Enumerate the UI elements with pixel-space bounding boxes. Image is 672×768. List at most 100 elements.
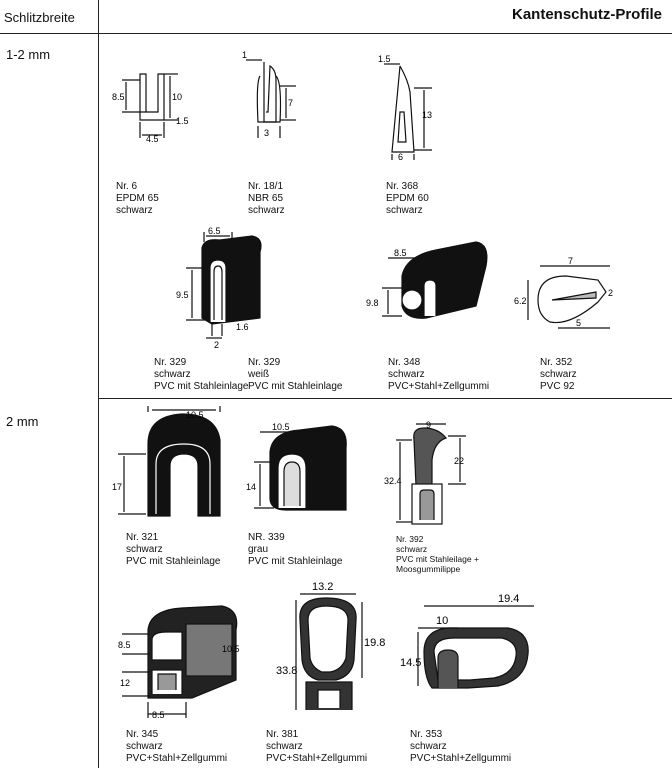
dim-label: 2 [608, 288, 613, 298]
profile-caption-nr381: Nr. 381 schwarz PVC+Stahl+Zellgummi [266, 729, 367, 765]
dim-label: 14.5 [400, 657, 421, 669]
caption-line: PVC 92 [540, 381, 575, 392]
profile-drawing-nr392: 9 22 32.4 [384, 420, 466, 525]
caption-line: PVC mit Stahleilage + [396, 554, 479, 564]
caption-line: schwarz [126, 544, 163, 555]
profile-caption-nr353: Nr. 353 schwarz PVC+Stahl+Zellgummi [410, 729, 511, 765]
caption-line: weiß [248, 369, 270, 380]
dim-label: 10.5 [222, 644, 240, 654]
profile-caption-nr321: Nr. 321 schwarz PVC mit Stahleinlage [126, 532, 221, 568]
dim-label: 9 [426, 420, 431, 430]
dim-label: 19.4 [498, 593, 519, 605]
caption-line: Nr. 329 [154, 357, 187, 368]
dim-label: 19.8 [364, 637, 385, 649]
caption-line: PVC+Stahl+Zellgummi [410, 753, 512, 764]
caption-line: PVC mit Stahleinlage [126, 556, 221, 567]
profile-caption-nr329-weiss: Nr. 329 weiß PVC mit Stahleinlage [248, 357, 343, 393]
dim-label: 13.2 [312, 581, 333, 593]
dim-label: 1.5 [176, 116, 189, 126]
profile-drawing-nr6: 8.5 10 1.5 4.5 [112, 73, 189, 144]
caption-line: Nr. 321 [126, 532, 159, 543]
dim-label: 1.6 [236, 322, 249, 332]
dim-label: 10.5 [186, 410, 204, 420]
profile-drawing-nr321: 10.5 17 [112, 406, 221, 517]
dim-label: 33.8 [276, 665, 297, 677]
dim-label: 8.5 [112, 92, 125, 102]
caption-line: Nr. 348 [388, 357, 421, 368]
caption-line: schwarz [248, 205, 285, 216]
dim-label: 7 [288, 98, 293, 108]
caption-line: PVC+Stahl+Zellgummi [266, 753, 368, 764]
page-title: Kantenschutz-Profile [511, 6, 662, 23]
caption-line: grau [248, 544, 269, 555]
column-header: Schlitzbreite [4, 10, 75, 25]
dim-label: 1.5 [378, 54, 391, 64]
dim-label: 1 [242, 50, 247, 60]
profile-drawing-nr18-1: 1 7 3 [242, 50, 296, 138]
profile-drawing-nr381: 13.2 33.8 19.8 [276, 581, 385, 710]
caption-line: Nr. 345 [126, 729, 159, 740]
dim-label: 2 [214, 340, 219, 350]
profile-caption-nr352: Nr. 352 schwarz PVC 92 [540, 357, 577, 393]
dim-label: 8.5 [152, 710, 165, 720]
caption-line: schwarz [396, 544, 428, 554]
header-divider [0, 33, 672, 34]
profile-drawing-nr368: 1.5 13 6 [378, 54, 432, 162]
dim-label: 32.4 [384, 476, 402, 486]
profile-caption-nr392: Nr. 392 schwarz PVC mit Stahleilage + Mo… [396, 534, 479, 574]
profile-caption-nr348: Nr. 348 schwarz PVC+Stahl+Zellgummi [388, 357, 489, 393]
caption-line: schwarz [266, 741, 303, 752]
caption-line: Moosgummilippe [396, 564, 461, 574]
dim-label: 14 [246, 482, 256, 492]
caption-line: Nr. 368 [386, 181, 419, 192]
profile-caption-nr345: Nr. 345 schwarz PVC+Stahl+Zellgummi [126, 729, 227, 765]
dim-label: 9.5 [176, 290, 189, 300]
profile-drawing-nr329: 6.5 9.5 1.6 2 [176, 226, 262, 350]
caption-line: PVC+Stahl+Zellgummi [388, 381, 490, 392]
caption-line: EPDM 65 [116, 193, 159, 204]
profile-drawing-nr353: 19.4 10 14.5 [400, 593, 534, 689]
row-label-2mm: 2 mm [6, 414, 39, 429]
dim-label: 17 [112, 482, 122, 492]
dim-label: 8.5 [394, 248, 407, 258]
caption-line: schwarz [154, 369, 191, 380]
profile-caption-nr329-schwarz: Nr. 329 schwarz PVC mit Stahleinlage [154, 357, 249, 393]
dim-label: 3 [264, 128, 269, 138]
caption-line: schwarz [540, 369, 577, 380]
caption-line: Nr. 329 [248, 357, 281, 368]
caption-line: NR. 339 [248, 532, 285, 543]
profile-drawing-nr348: 8.5 9.8 [366, 241, 488, 319]
dim-label: 8.5 [118, 640, 131, 650]
dim-label: 7 [568, 256, 573, 266]
profile-caption-nr6: Nr. 6 EPDM 65 schwarz [116, 181, 159, 217]
caption-line: schwarz [126, 741, 163, 752]
caption-line: PVC mit Stahleinlage [154, 381, 249, 392]
dim-label: 6 [398, 152, 403, 162]
dim-label: 13 [422, 110, 432, 120]
dim-label: 22 [454, 456, 464, 466]
profile-drawing-nr339: 10.5 14 [246, 422, 347, 511]
row-divider [98, 398, 672, 399]
caption-line: Nr. 353 [410, 729, 443, 740]
dim-label: 9.8 [366, 298, 379, 308]
caption-line: schwarz [116, 205, 153, 216]
dim-label: 10 [436, 615, 448, 627]
dim-label: 12 [120, 678, 130, 688]
dim-label: 5 [576, 318, 581, 328]
caption-line: Nr. 381 [266, 729, 299, 740]
caption-line: schwarz [386, 205, 423, 216]
caption-line: Nr. 6 [116, 181, 138, 192]
caption-line: Nr. 18/1 [248, 181, 284, 192]
dim-label: 10 [172, 92, 182, 102]
dim-label: 4.5 [146, 134, 159, 144]
row-label-1-2mm: 1-2 mm [6, 47, 51, 62]
caption-line: EPDM 60 [386, 193, 429, 204]
profile-drawing-nr352: 7 6.2 2 5 [514, 256, 613, 329]
caption-line: Nr. 392 [396, 534, 424, 544]
profile-drawing-nr345: 8.5 10.5 12 8.5 [118, 605, 240, 720]
dim-label: 6.2 [514, 296, 527, 306]
caption-line: Nr. 352 [540, 357, 573, 368]
caption-line: PVC+Stahl+Zellgummi [126, 753, 228, 764]
profile-caption-nr368: Nr. 368 EPDM 60 schwarz [386, 181, 429, 217]
caption-line: schwarz [410, 741, 447, 752]
